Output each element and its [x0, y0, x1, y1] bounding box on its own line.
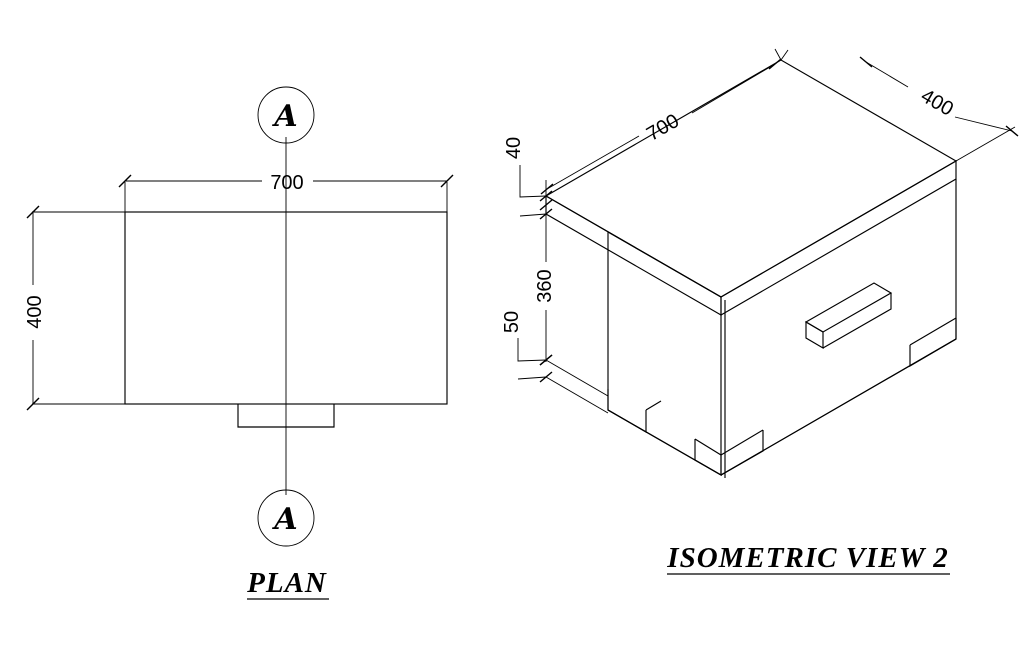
iso-dim-width-ext-start	[780, 49, 789, 61]
iso-leg-back-left	[607, 389, 647, 433]
iso-dim-length-ext-end	[774, 48, 782, 61]
plan-handle-outline	[237, 404, 335, 428]
section-marker-circle-top-icon	[257, 86, 315, 144]
plan-view-label: PLAN	[246, 567, 327, 599]
iso-leg-front-left-top-edge2	[720, 429, 764, 456]
plan-view-group: A A 700	[24, 86, 454, 600]
iso-leg-front-left	[694, 439, 722, 476]
section-marker-top[interactable]: A	[257, 86, 315, 144]
iso-dim-body-height-tick-top	[539, 199, 553, 211]
plan-dim-width-tick-right	[440, 174, 454, 188]
iso-dim-length-line-b	[691, 63, 776, 114]
iso-leg-right-top-edge	[909, 317, 957, 346]
plan-cabinet-outline	[124, 211, 448, 405]
drawer-handle[interactable]	[804, 282, 893, 350]
plan-dim-depth-400: 400	[24, 205, 125, 411]
iso-dim-width-tick-end	[1005, 125, 1019, 137]
iso-dim-left-ext-bottom	[545, 359, 609, 397]
drawer-handle-top-face	[804, 282, 893, 333]
plan-view-label-group: PLAN	[246, 567, 329, 600]
iso-leg-back-left-edge	[645, 400, 662, 411]
iso-body-bottom-right-edge	[720, 338, 957, 476]
iso-dim-leg-leader-bottom	[517, 376, 547, 380]
iso-top-slab-left-face	[545, 195, 722, 316]
iso-leg-right	[909, 318, 957, 368]
section-marker-letter-top: A	[271, 99, 297, 134]
iso-dim-length-tick-start	[540, 183, 554, 195]
iso-dim-left-ext-bottom2	[545, 376, 609, 414]
iso-dim-width-text: 400	[917, 85, 957, 121]
iso-top-slab-right-face	[720, 160, 957, 316]
iso-body-top-left-edge	[607, 231, 722, 298]
iso-dim-leg-height-50: 50	[501, 311, 553, 383]
iso-dim-body-height-text: 360	[534, 269, 556, 302]
iso-dim-leg-leader-top	[517, 338, 547, 362]
iso-dim-length-line-a	[546, 135, 640, 190]
isometric-view-label-group: ISOMETRIC VIEW 2	[666, 542, 950, 575]
iso-dim-length-700: 700	[540, 48, 782, 196]
iso-dim-body-height-360: 360	[534, 199, 556, 366]
drawer-handle-side-face	[822, 293, 892, 349]
iso-dim-thickness-leader	[519, 165, 547, 198]
iso-body-right-face	[720, 179, 957, 476]
iso-dim-thickness-leader2	[519, 213, 547, 217]
section-marker-circle-bottom-icon	[257, 489, 315, 547]
plan-dim-depth-tick-top	[26, 205, 40, 219]
iso-dim-width-tick-start	[859, 56, 873, 68]
iso-body-bottom-left-edge	[607, 409, 722, 476]
iso-dim-thickness-40: 40	[503, 137, 553, 220]
iso-dim-length-tick-end	[768, 58, 782, 70]
section-marker-letter-bottom: A	[271, 502, 297, 537]
isometric-view-label: ISOMETRIC VIEW 2	[666, 542, 948, 574]
iso-leg-front-left-right	[720, 430, 764, 476]
iso-dim-thickness-text: 40	[503, 137, 525, 159]
plan-dim-depth-tick-bottom	[26, 397, 40, 411]
plan-dim-width-text: 700	[270, 172, 303, 194]
iso-dim-width-400: 400	[780, 49, 1019, 162]
plan-dim-width-700: 700	[118, 172, 454, 212]
plan-dim-depth-text: 400	[24, 295, 46, 328]
plan-dim-width-tick-left	[118, 174, 132, 188]
iso-dim-leg-height-text: 50	[501, 311, 523, 333]
iso-leg-front-left-top-edge	[694, 438, 722, 456]
iso-dim-length-text: 700	[643, 110, 683, 146]
iso-body-left-face	[607, 232, 722, 476]
isometric-view-group: 700 400 40	[501, 48, 1019, 575]
iso-dim-width-line-a	[865, 61, 909, 88]
iso-dim-width-line-b	[954, 116, 1013, 132]
iso-dim-width-ext-end	[955, 126, 1016, 162]
section-marker-bottom[interactable]: A	[257, 489, 315, 547]
drawer-handle-front-face	[805, 320, 824, 350]
iso-dim-thickness-tick-top	[539, 190, 553, 202]
